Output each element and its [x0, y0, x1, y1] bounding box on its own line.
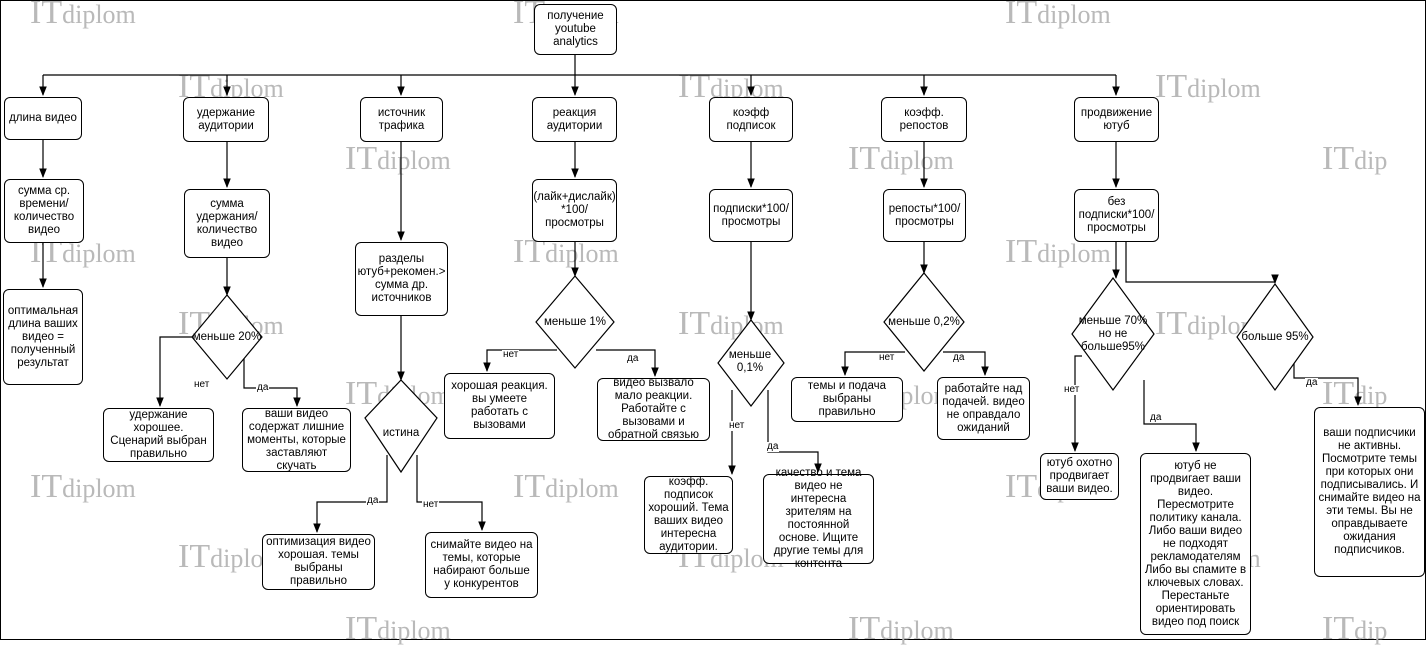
edge-label-no: нет	[502, 349, 520, 360]
node-retention-sum: сумма удержания/ количество видео	[184, 189, 270, 258]
edge-label-yes: да	[366, 495, 380, 506]
node-reposts-coef: коэфф. репостов	[881, 97, 967, 142]
node-root: получение youtube analytics	[534, 4, 617, 55]
node-reaction-formula: (лайк+дислайк) *100/ просмотры	[532, 179, 617, 242]
node-opt-good: оптимизация видео хорошая. темы выбраны …	[262, 534, 375, 590]
node-retention-good: удержание хорошее. Сценарий выбран прави…	[103, 408, 214, 462]
edge-label-yes: да	[626, 353, 640, 364]
decision-diamond	[883, 272, 965, 372]
node-reaction-good: хорошая реакция. вы умеете работать с вы…	[444, 373, 555, 439]
edge-label-no: нет	[878, 352, 896, 363]
node-reposts-good: темы и подача выбраны правильно	[791, 377, 903, 422]
decision-diamond	[191, 294, 263, 380]
decision-diamond	[364, 379, 438, 474]
decision-promo-high-label: больше 95%	[1241, 330, 1309, 343]
decision-subs-label: меньше 0,1%	[728, 349, 772, 374]
node-promotion: продвижение ютуб	[1074, 97, 1159, 142]
edge-label-no: нет	[422, 499, 440, 510]
decision-promo-label: меньше 70% но не больше95%	[1078, 314, 1148, 353]
decision-diamond	[717, 319, 785, 407]
node-promo-inactive: ваши подписчики не активны. Посмотрите т…	[1314, 407, 1425, 577]
node-reposts-formula: репосты*100/ просмотры	[883, 189, 966, 242]
decision-diamond	[1236, 282, 1314, 392]
decision-truth-label: истина	[382, 426, 420, 439]
node-shoot-topics: снимайте видео на темы, которые набирают…	[425, 532, 538, 598]
node-reaction: реакция аудитории	[532, 97, 617, 142]
node-optimal-length: оптимальная длина ваших видео = полученн…	[3, 289, 83, 385]
node-subs-coef: коэфф подписок	[709, 97, 793, 142]
edge-label-no: нет	[1063, 384, 1081, 395]
edge-label-yes: да	[256, 382, 270, 393]
node-subs-bad: качество и тема видео не интересна зрите…	[763, 467, 874, 570]
node-reaction-low: видео вызвало мало реакции. Работайте с …	[597, 377, 710, 441]
edge-label-yes: да	[1149, 412, 1163, 423]
decision-reaction-label: меньше 1%	[543, 315, 607, 328]
decision-diamond	[1071, 276, 1155, 392]
node-retention: удержание аудитории	[183, 97, 269, 142]
node-subs-good: коэфф. подписок хороший. Тема ваших виде…	[644, 476, 733, 554]
edge-label-no: нет	[193, 379, 211, 390]
node-promo-formula: без подписки*100/ просмотры	[1074, 189, 1159, 242]
decision-diamond	[535, 275, 615, 369]
edge-label-yes: да	[952, 352, 966, 363]
node-retention-bad: ваши видео содержат лишние моменты, кото…	[242, 408, 351, 472]
node-sections: разделы ютуб+рекомен.> сумма др. источни…	[355, 242, 448, 316]
edge-label-yes: да	[766, 441, 780, 452]
decision-retention-label: меньше 20%	[192, 330, 262, 343]
node-promo-ok: ютуб охотно продвигает ваши видео.	[1040, 453, 1119, 500]
node-subs-formula: подписки*100/ просмотры	[709, 189, 793, 242]
decision-reposts-label: меньше 0,2%	[888, 315, 960, 328]
node-traffic-source: источник трафика	[360, 97, 443, 142]
edge-label-yes: да	[1305, 377, 1319, 388]
node-avg-time: сумма ср. времени/ количество видео	[4, 179, 84, 243]
node-promo-bad: ютуб не продвигает ваши видео. Пересмотр…	[1140, 453, 1251, 635]
node-reposts-bad: работайте над подачей. видео не оправдал…	[937, 377, 1030, 440]
edge-label-no: нет	[728, 420, 746, 431]
node-video-length: длина видео	[4, 97, 82, 140]
